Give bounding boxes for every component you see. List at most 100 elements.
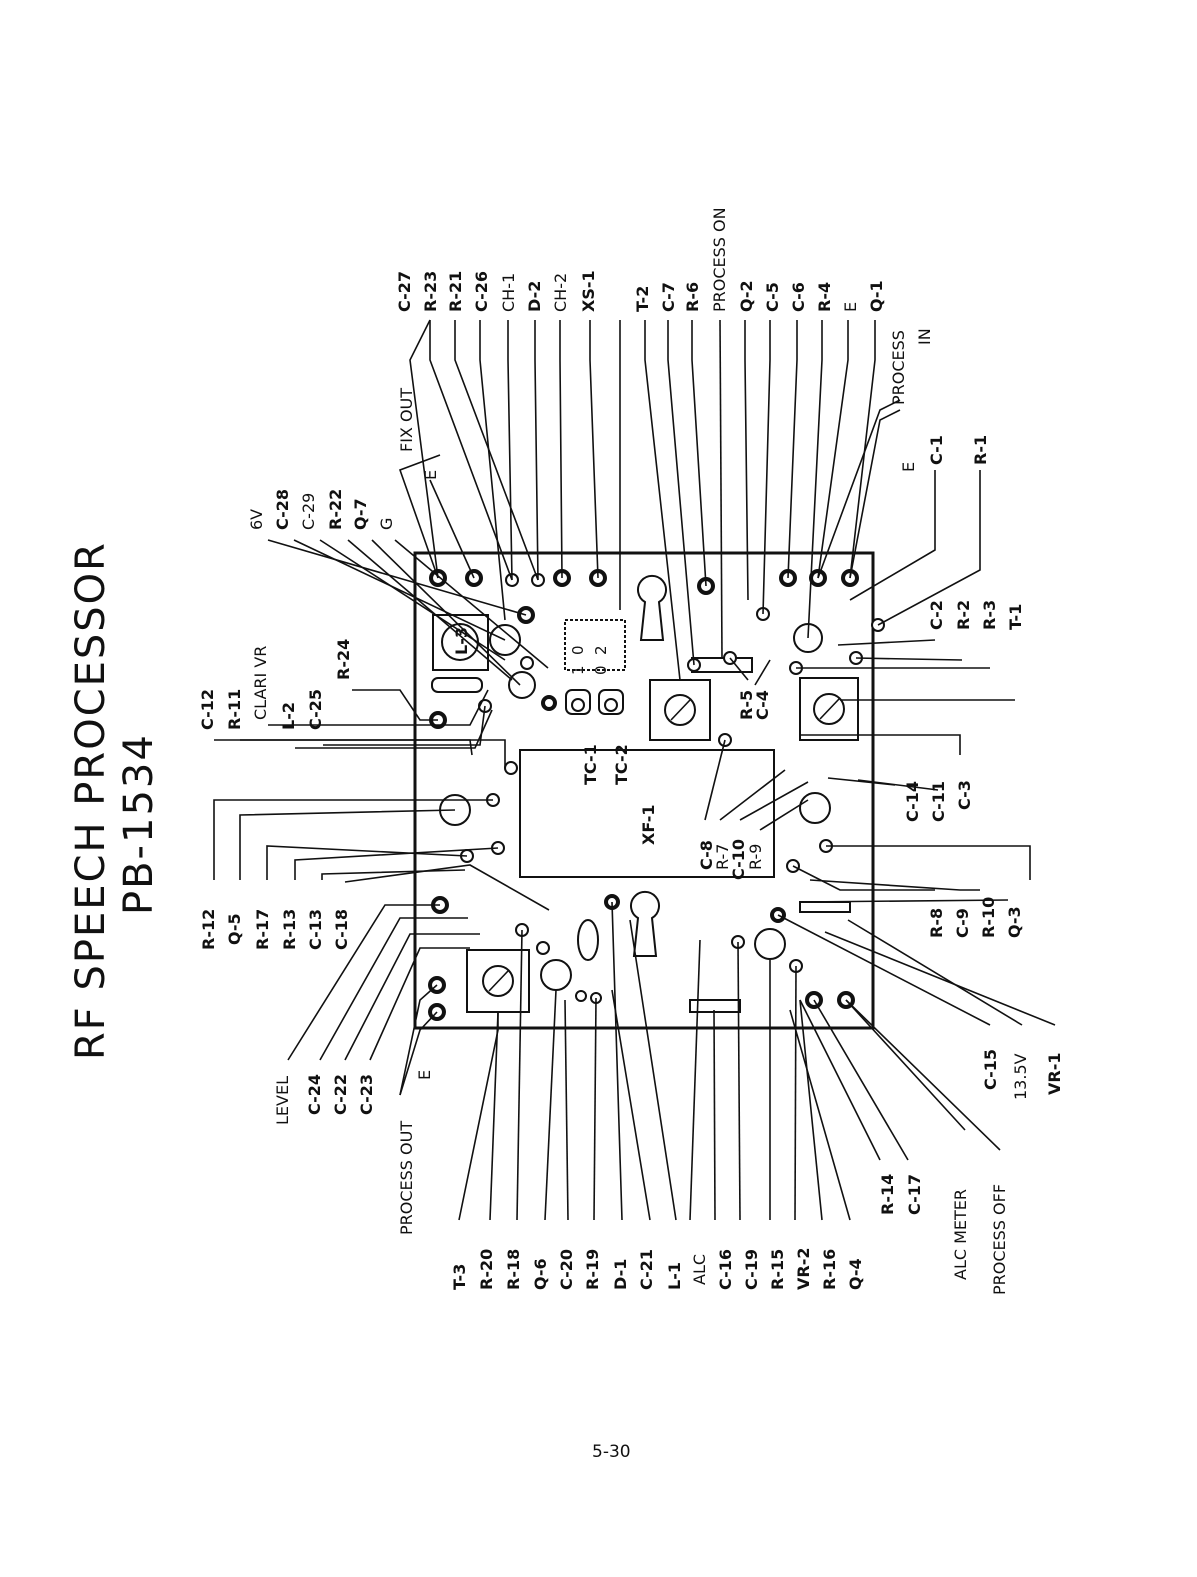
label-r6: R-6 [683, 282, 702, 312]
label-e-out: E [415, 1070, 434, 1080]
label-r22: R-22 [326, 489, 345, 530]
vr2-transistor [754, 928, 786, 960]
label-t2: T-2 [633, 286, 652, 312]
label-c22: C-22 [331, 1074, 350, 1115]
labels-process-in: PROCESS IN E [889, 328, 934, 472]
label-r1: R-1 [971, 435, 990, 465]
label-r24: R-24 [334, 639, 353, 680]
tc2-rotor [604, 698, 618, 712]
label-vr1: VR-1 [1045, 1053, 1064, 1095]
label-c17: C-17 [905, 1174, 924, 1215]
label-c24: C-24 [305, 1074, 324, 1115]
clari-vr-bar [431, 677, 483, 693]
label-r13: R-13 [280, 909, 299, 950]
q6-transistor [540, 959, 572, 991]
label-alc-meter: ALC METER [951, 1189, 970, 1280]
label-r19: R-19 [583, 1249, 602, 1290]
label-13-5v: 13.5V [1011, 1053, 1030, 1100]
label-r23: R-23 [421, 271, 440, 312]
labels-inside: R-5 C-4 C-8 R-7 C-10 R-9 [697, 690, 772, 880]
label-q6: Q-6 [531, 1258, 550, 1290]
label-c4: C-4 [753, 690, 772, 720]
labels-bottom: T-3 R-20 R-18 Q-6 C-20 R-19 D-1 C-21 L-1… [450, 1248, 865, 1290]
t3-slot [488, 970, 509, 992]
label-process-out: PROCESS OUT [397, 1121, 416, 1235]
board-outline [413, 551, 875, 1030]
label-l2: L-2 [279, 702, 298, 730]
q3-transistor [799, 792, 831, 824]
label-c10: C-10 [729, 839, 748, 880]
label-c12: C-12 [198, 689, 217, 730]
keyhole-bottom [630, 890, 660, 957]
t2-slot [670, 699, 691, 721]
label-c16: C-16 [716, 1249, 735, 1290]
xs1-socket [564, 619, 626, 671]
d1-oval [577, 919, 599, 961]
label-q4: Q-4 [846, 1258, 865, 1290]
label-c29: C-29 [299, 493, 318, 530]
label-process-on: PROCESS ON [710, 207, 729, 312]
labels-top: C-12 R-11 CLARI VR L-2 C-25 R-24 6V C-28… [198, 489, 396, 730]
tc1-label: TC-1 [581, 744, 600, 785]
xs-digit-2: 1 [569, 665, 587, 675]
label-l1: L-1 [665, 1262, 684, 1290]
label-c20: C-20 [557, 1249, 576, 1290]
label-e-right: E [841, 302, 860, 312]
label-c28: C-28 [273, 489, 292, 530]
labels-right-upper: C-27 R-23 R-21 C-26 CH-1 D-2 CH-2 XS-1 T… [395, 207, 886, 312]
tc1-rotor [571, 698, 585, 712]
label-r17: R-17 [253, 909, 272, 950]
label-c18: C-18 [332, 909, 351, 950]
label-c2: C-2 [927, 600, 946, 630]
label-xs1: XS-1 [579, 270, 598, 312]
label-r8: R-8 [927, 908, 946, 938]
label-c15: C-15 [981, 1049, 1000, 1090]
label-r14: R-14 [878, 1174, 897, 1215]
q7b-transistor [508, 671, 536, 699]
label-t1: T-1 [1006, 604, 1025, 630]
leader-lines [213, 319, 1056, 1221]
label-r16: R-16 [820, 1249, 839, 1290]
xs-digit-4: 0 [592, 665, 610, 675]
label-r12: R-12 [199, 909, 218, 950]
label-c21: C-21 [637, 1249, 656, 1290]
label-r20: R-20 [477, 1249, 496, 1290]
label-c5: C-5 [763, 282, 782, 312]
labels-fixout: E FIX OUT [397, 388, 440, 480]
label-clari-vr: CLARI VR [251, 646, 270, 720]
label-r5: R-5 [737, 690, 756, 720]
label-ch1: CH-1 [499, 273, 518, 312]
label-c13: C-13 [306, 909, 325, 950]
label-r4: R-4 [815, 282, 834, 312]
label-r21: R-21 [446, 271, 465, 312]
diagram-title: RF SPEECH PROCESSOR [68, 541, 114, 1060]
labels-bottom-right: R-14 C-17 ALC METER PROCESS OFF [878, 1174, 1009, 1295]
label-q2: Q-2 [737, 280, 756, 312]
label-q5: Q-5 [225, 913, 244, 945]
label-ch2: CH-2 [551, 273, 570, 312]
page-number: 5-30 [592, 1442, 631, 1462]
label-c23: C-23 [357, 1074, 376, 1115]
xf1-filter-block [519, 749, 775, 878]
label-r3: R-3 [980, 600, 999, 630]
label-r10: R-10 [979, 897, 998, 938]
labels-right-mid: C-1 R-1 C-2 R-2 R-3 T-1 C-14 C-11 C-3 R-… [903, 435, 1064, 1100]
label-r11: R-11 [225, 689, 244, 730]
label-c7: C-7 [659, 282, 678, 312]
label-c26: C-26 [472, 271, 491, 312]
label-vr2: VR-2 [794, 1248, 813, 1290]
label-c14: C-14 [903, 781, 922, 822]
keyhole-top [637, 574, 667, 641]
t1-slot [819, 698, 840, 720]
label-c25: C-25 [306, 689, 325, 730]
label-c9: C-9 [953, 908, 972, 938]
tc2-label: TC-2 [612, 744, 631, 785]
alc-bar [689, 999, 741, 1013]
label-e-fix: E [421, 470, 440, 480]
labels-left: R-12 Q-5 R-17 R-13 C-13 C-18 LEVEL C-24 … [199, 909, 434, 1235]
label-6v: 6V [247, 509, 266, 530]
label-g: G [377, 518, 396, 530]
label-in: IN [915, 328, 934, 345]
label-process-off: PROCESS OFF [990, 1184, 1009, 1295]
